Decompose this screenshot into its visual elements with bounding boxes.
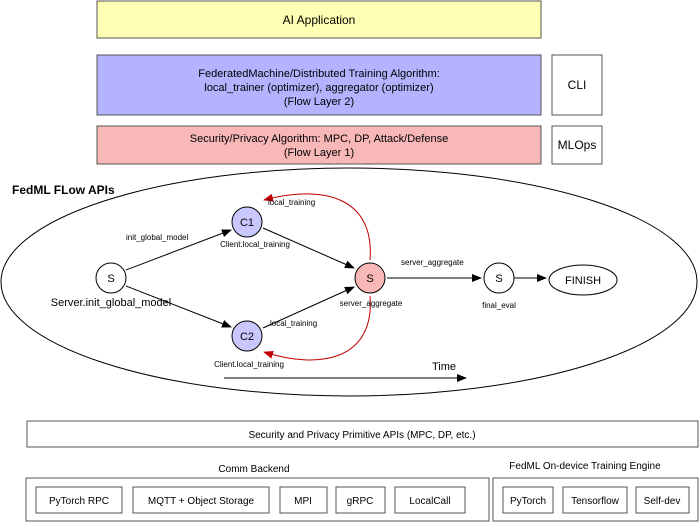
node-finish: FINISH: [548, 264, 618, 296]
node-client-c1: C1: [231, 206, 263, 238]
caption-c1: Client.local_training: [220, 240, 290, 249]
caption-server-aggregate: server_aggregate: [340, 299, 403, 308]
ai-application-layer: AI Application: [96, 0, 542, 39]
node-final-label: S: [495, 273, 502, 285]
node-finish-label: FINISH: [565, 275, 601, 287]
edge-label-init-global-model: init_global_model: [126, 233, 188, 242]
engine-item-self-dev: Self-dev: [635, 486, 690, 514]
primitives-bar: Security and Privacy Primitive APIs (MPC…: [26, 420, 699, 448]
caption-c2: Client.local_training: [214, 360, 284, 369]
engine-item-tensorflow: Tensorflow: [562, 486, 628, 514]
flow-layer-1-line-1: Security/Privacy Algorithm: MPC, DP, Att…: [190, 133, 448, 145]
comm-item-grpc-label: gRPC: [347, 496, 374, 507]
edge-label-local-training-top: local_training: [268, 198, 315, 207]
comm-item-mqtt: MQTT + Object Storage: [132, 486, 270, 514]
flow-layer-2-line-1: FederatedMachine/Distributed Training Al…: [198, 68, 440, 80]
node-c1-label: C1: [240, 217, 254, 229]
flow-title: FedML FLow APIs: [12, 183, 115, 197]
flow-layer-1: Security/Privacy Algorithm: MPC, DP, Att…: [96, 125, 542, 165]
flow-layer-1-line-2: (Flow Layer 1): [284, 147, 354, 159]
mlops-label: MLOps: [558, 138, 597, 152]
comm-item-localcall-label: LocalCall: [409, 496, 450, 507]
loop-arrow-top: [263, 193, 371, 261]
engine-item-tensorflow-label: Tensorflow: [571, 496, 620, 507]
edge-start-to-c1: [125, 229, 232, 271]
engine-item-self-dev-label: Self-dev: [644, 496, 681, 507]
caption-final-eval: final_eval: [482, 301, 516, 310]
flow-layer-2: FederatedMachine/Distributed Training Al…: [96, 54, 542, 116]
comm-item-mqtt-label: MQTT + Object Storage: [148, 496, 255, 507]
comm-backend-title: Comm Backend: [218, 464, 289, 475]
flow-layer-2-line-2: local_trainer (optimizer), aggregator (o…: [204, 82, 433, 94]
engine-item-pytorch: PyTorch: [502, 486, 554, 514]
cli-box: CLI: [551, 54, 603, 116]
engine-title: FedML On-device Training Engine: [509, 461, 661, 472]
edge-c2-to-agg: [262, 286, 355, 329]
node-server-start: S: [95, 262, 127, 294]
comm-item-grpc: gRPC: [335, 486, 386, 514]
comm-item-mpi: MPI: [279, 486, 328, 514]
comm-item-pytorch-rpc: PyTorch RPC: [35, 486, 123, 514]
edge-start-to-c2: [125, 285, 232, 328]
cli-label: CLI: [568, 78, 587, 92]
comm-item-pytorch-rpc-label: PyTorch RPC: [49, 496, 109, 507]
loop-arrow-bottom: [263, 295, 371, 361]
flow-layer-2-line-3: (Flow Layer 2): [284, 96, 354, 108]
caption-server-init: Server.init_global_model: [51, 297, 171, 309]
node-agg-label: S: [366, 273, 373, 285]
node-client-c2: C2: [231, 320, 263, 352]
edge-c1-to-agg: [262, 227, 355, 269]
engine-item-pytorch-label: PyTorch: [510, 496, 546, 507]
time-label: Time: [432, 361, 456, 373]
node-server-final: S: [483, 262, 515, 294]
edge-label-local-training-bottom: local_training: [270, 319, 317, 328]
node-server-start-label: S: [107, 273, 114, 285]
primitives-label: Security and Privacy Primitive APIs (MPC…: [248, 430, 475, 441]
node-server-aggregate: S: [354, 262, 386, 294]
node-c2-label: C2: [240, 331, 254, 343]
ai-application-label: AI Application: [283, 13, 356, 27]
flow-ellipse: [0, 167, 698, 397]
mlops-box: MLOps: [551, 125, 603, 165]
comm-item-localcall: LocalCall: [394, 486, 466, 514]
edge-label-server-aggregate: server_aggregate: [401, 258, 464, 267]
comm-item-mpi-label: MPI: [294, 496, 312, 507]
